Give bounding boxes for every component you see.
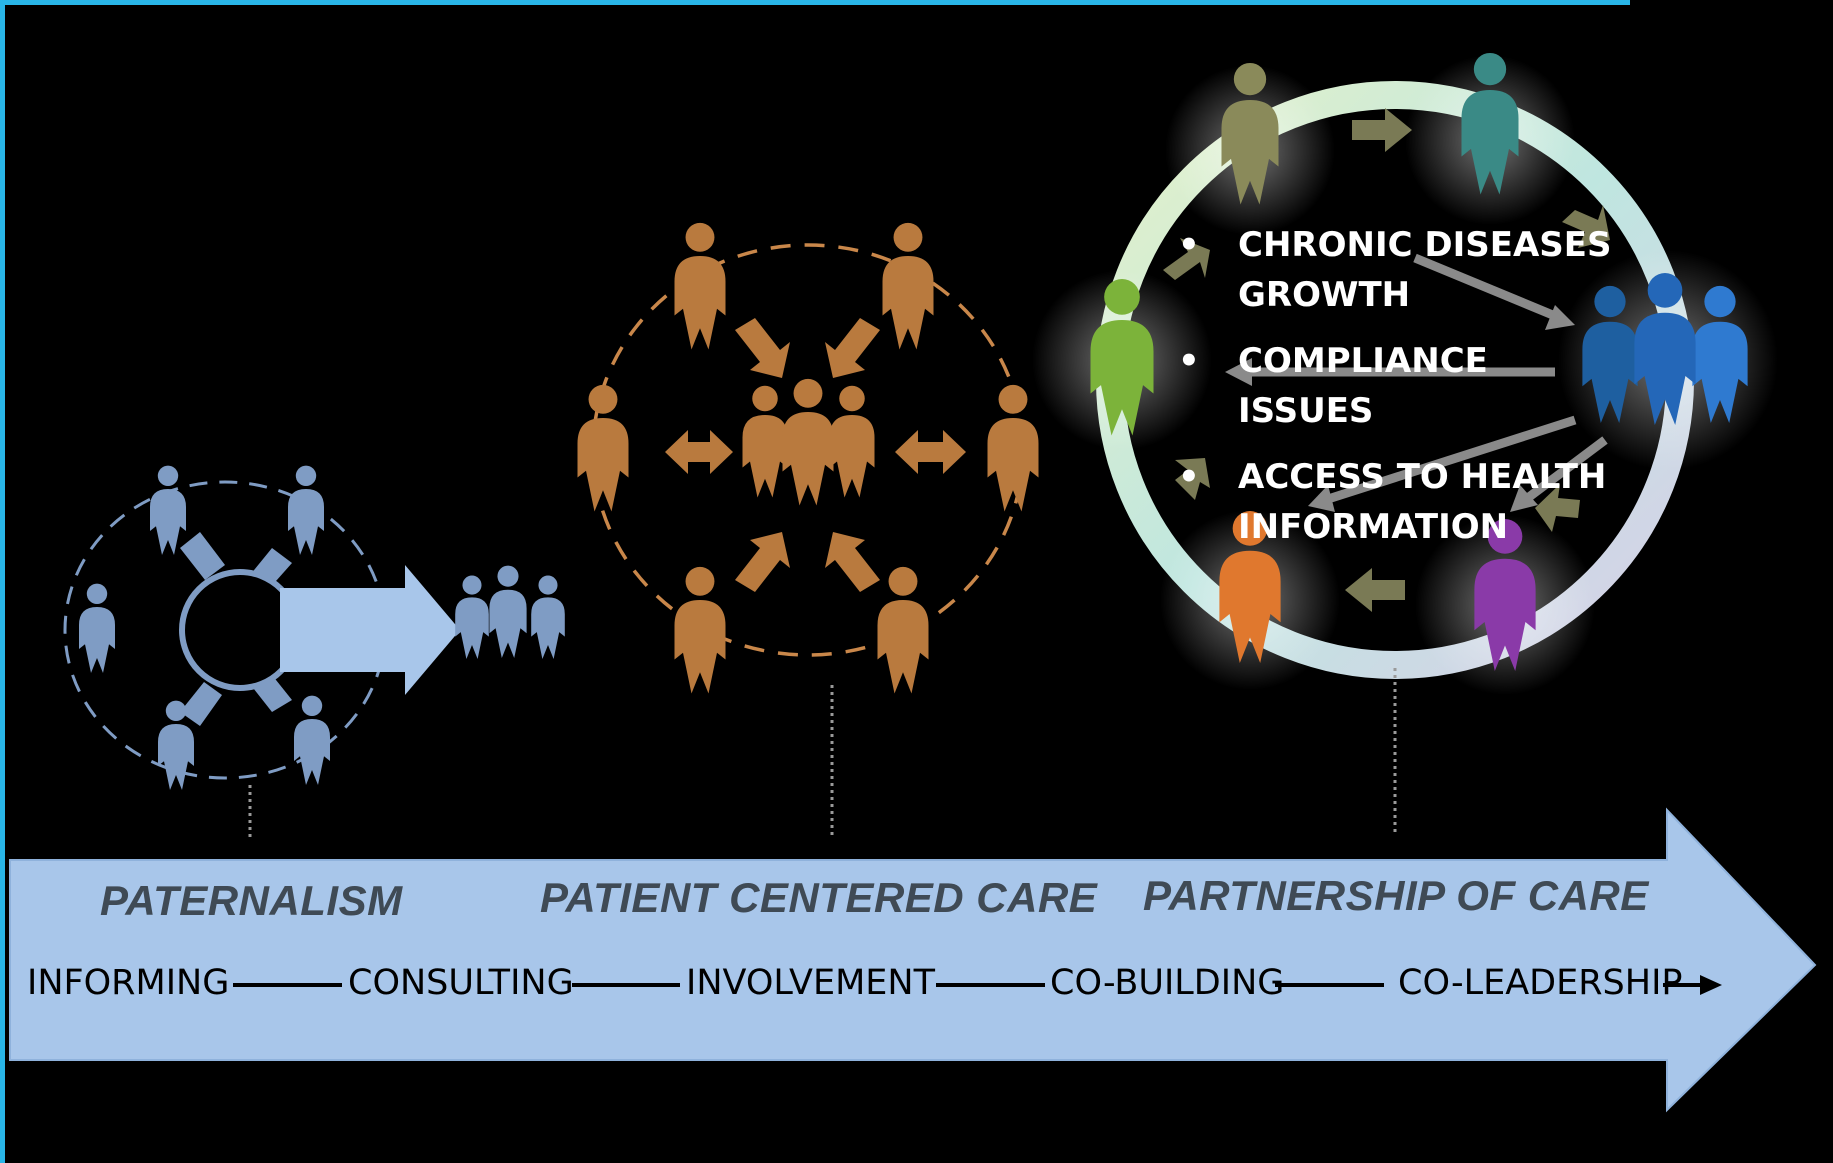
era-label-paternalism: PATERNALISM — [100, 877, 403, 924]
timeline-arrow — [9, 807, 1817, 1113]
bullet-marker: • — [1178, 225, 1200, 265]
bullet-text: ACCESS TO HEALTH INFORMATION — [1238, 457, 1607, 547]
paternalism-arrow — [280, 565, 460, 695]
arrow-ur — [825, 318, 880, 378]
left-border — [0, 0, 5, 1163]
era-label-partnership: PARTNERSHIP OF CARE — [1143, 872, 1649, 919]
bullet-item: • CHRONIC DISEASES GROWTH — [1178, 220, 1618, 320]
double-arrow-right — [895, 430, 966, 474]
patient-centered-group — [577, 222, 1039, 835]
arrow-ul — [735, 318, 790, 378]
end-arrowhead — [1700, 975, 1722, 995]
connector-3 — [180, 682, 222, 726]
stage-involvement: INVOLVEMENT — [686, 963, 935, 1003]
ring-arrow-bottom — [1345, 568, 1405, 612]
paternalism-group — [63, 465, 565, 838]
partnership-group — [1032, 52, 1778, 835]
era-label-patient-centered: PATIENT CENTERED CARE — [540, 874, 1098, 921]
bullet-marker: • — [1178, 341, 1200, 381]
bullet-text: COMPLIANCE ISSUES — [1238, 341, 1488, 431]
stage-consulting: CONSULTING — [348, 963, 574, 1003]
stage-co-leadership: CO-LEADERSHIP — [1398, 963, 1683, 1003]
drivers-bullet-list: • CHRONIC DISEASES GROWTH • COMPLIANCE I… — [1178, 220, 1618, 568]
double-arrow-left — [665, 430, 733, 474]
ring-arrow-lower-right — [1535, 484, 1580, 532]
ring-arrow-lower-left — [1175, 458, 1210, 500]
arrow-lr — [825, 532, 880, 592]
stage-co-building: CO-BUILDING — [1050, 963, 1285, 1003]
bullet-text: CHRONIC DISEASES GROWTH — [1238, 225, 1612, 315]
arrow-ll — [735, 532, 790, 592]
bullet-item: • COMPLIANCE ISSUES — [1178, 336, 1618, 436]
bullet-marker: • — [1178, 457, 1200, 497]
stage-informing: INFORMING — [27, 963, 230, 1003]
internal-arrows — [1225, 253, 1608, 512]
ring-arrow-left — [1163, 238, 1210, 280]
top-border — [0, 0, 1630, 5]
ring-arrow-right — [1562, 205, 1610, 248]
connector-1 — [180, 532, 225, 580]
ring-arrow-top — [1352, 108, 1412, 152]
bullet-item: • ACCESS TO HEALTH INFORMATION — [1178, 452, 1618, 552]
